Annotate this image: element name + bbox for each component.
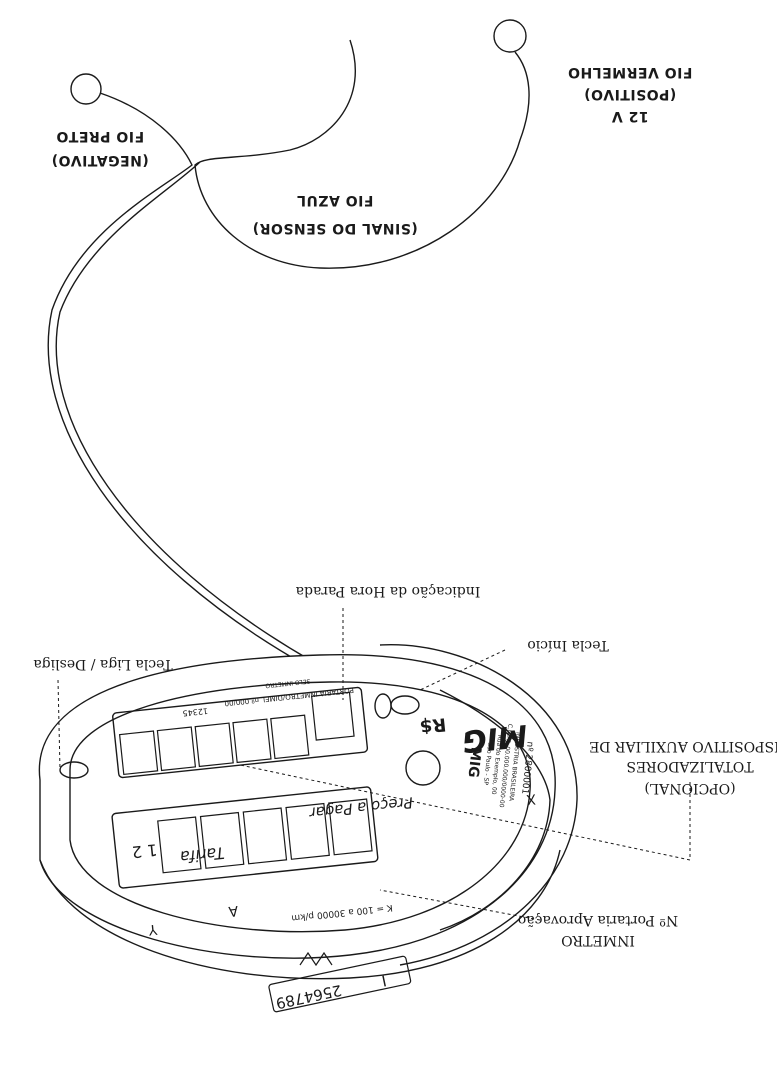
- red-wire-terminal: [493, 19, 527, 53]
- blue-wire-title: FIO AZUL: [297, 192, 374, 208]
- side-line-4: São Paulo - SP: [482, 742, 493, 786]
- key-y-label: Y: [147, 921, 159, 938]
- seal-number: 2564789: [274, 981, 343, 1012]
- seal-letter: I: [380, 971, 388, 990]
- tarifa-label: Tarifa: [179, 843, 225, 867]
- blue-wire-sub: (SINAL DO SENSOR): [252, 220, 417, 236]
- callout-opcional: (OPCIONAL): [644, 780, 735, 796]
- black-wire-terminal: [70, 73, 102, 105]
- callout-totalizadores: TOTALIZADORES: [626, 758, 753, 774]
- selo-label: SELO INMETRO: [265, 677, 311, 689]
- callout-tecla-liga: Tecla Liga / Desliga: [33, 656, 172, 672]
- red-wire-title: FIO VERMELHO: [568, 64, 693, 80]
- blue-wire: [194, 39, 530, 269]
- callout-inmetro: INMETRO: [561, 932, 635, 948]
- black-wire-title: FIO PRETO: [56, 128, 144, 144]
- side-brand: MIG: [465, 746, 484, 778]
- tariff-digits: 1 2: [131, 840, 158, 862]
- currency-label: R$: [419, 713, 447, 737]
- brand-logo: MIG: [460, 717, 529, 759]
- red-wire-voltage: 12 V: [611, 108, 648, 124]
- key-a-label: A: [227, 902, 239, 919]
- lacre-seal: [268, 955, 412, 1013]
- callout-portaria: Nº Portaria Aprovação: [518, 912, 678, 928]
- black-wire-sub: (NEGATIVO): [51, 152, 149, 168]
- callout-tecla-inicio: Tecla Início: [527, 637, 608, 653]
- key-x-label: X: [525, 790, 537, 807]
- red-wire-sub: (POSITIVO): [584, 86, 677, 102]
- callout-dispositivo: DISPOSITIVO AUXILIAR DE: [589, 738, 777, 754]
- black-wire: [47, 92, 306, 666]
- serial-stamp: 12345: [182, 706, 208, 718]
- callout-hora-parada: Indicação da Hora Parada: [296, 583, 481, 599]
